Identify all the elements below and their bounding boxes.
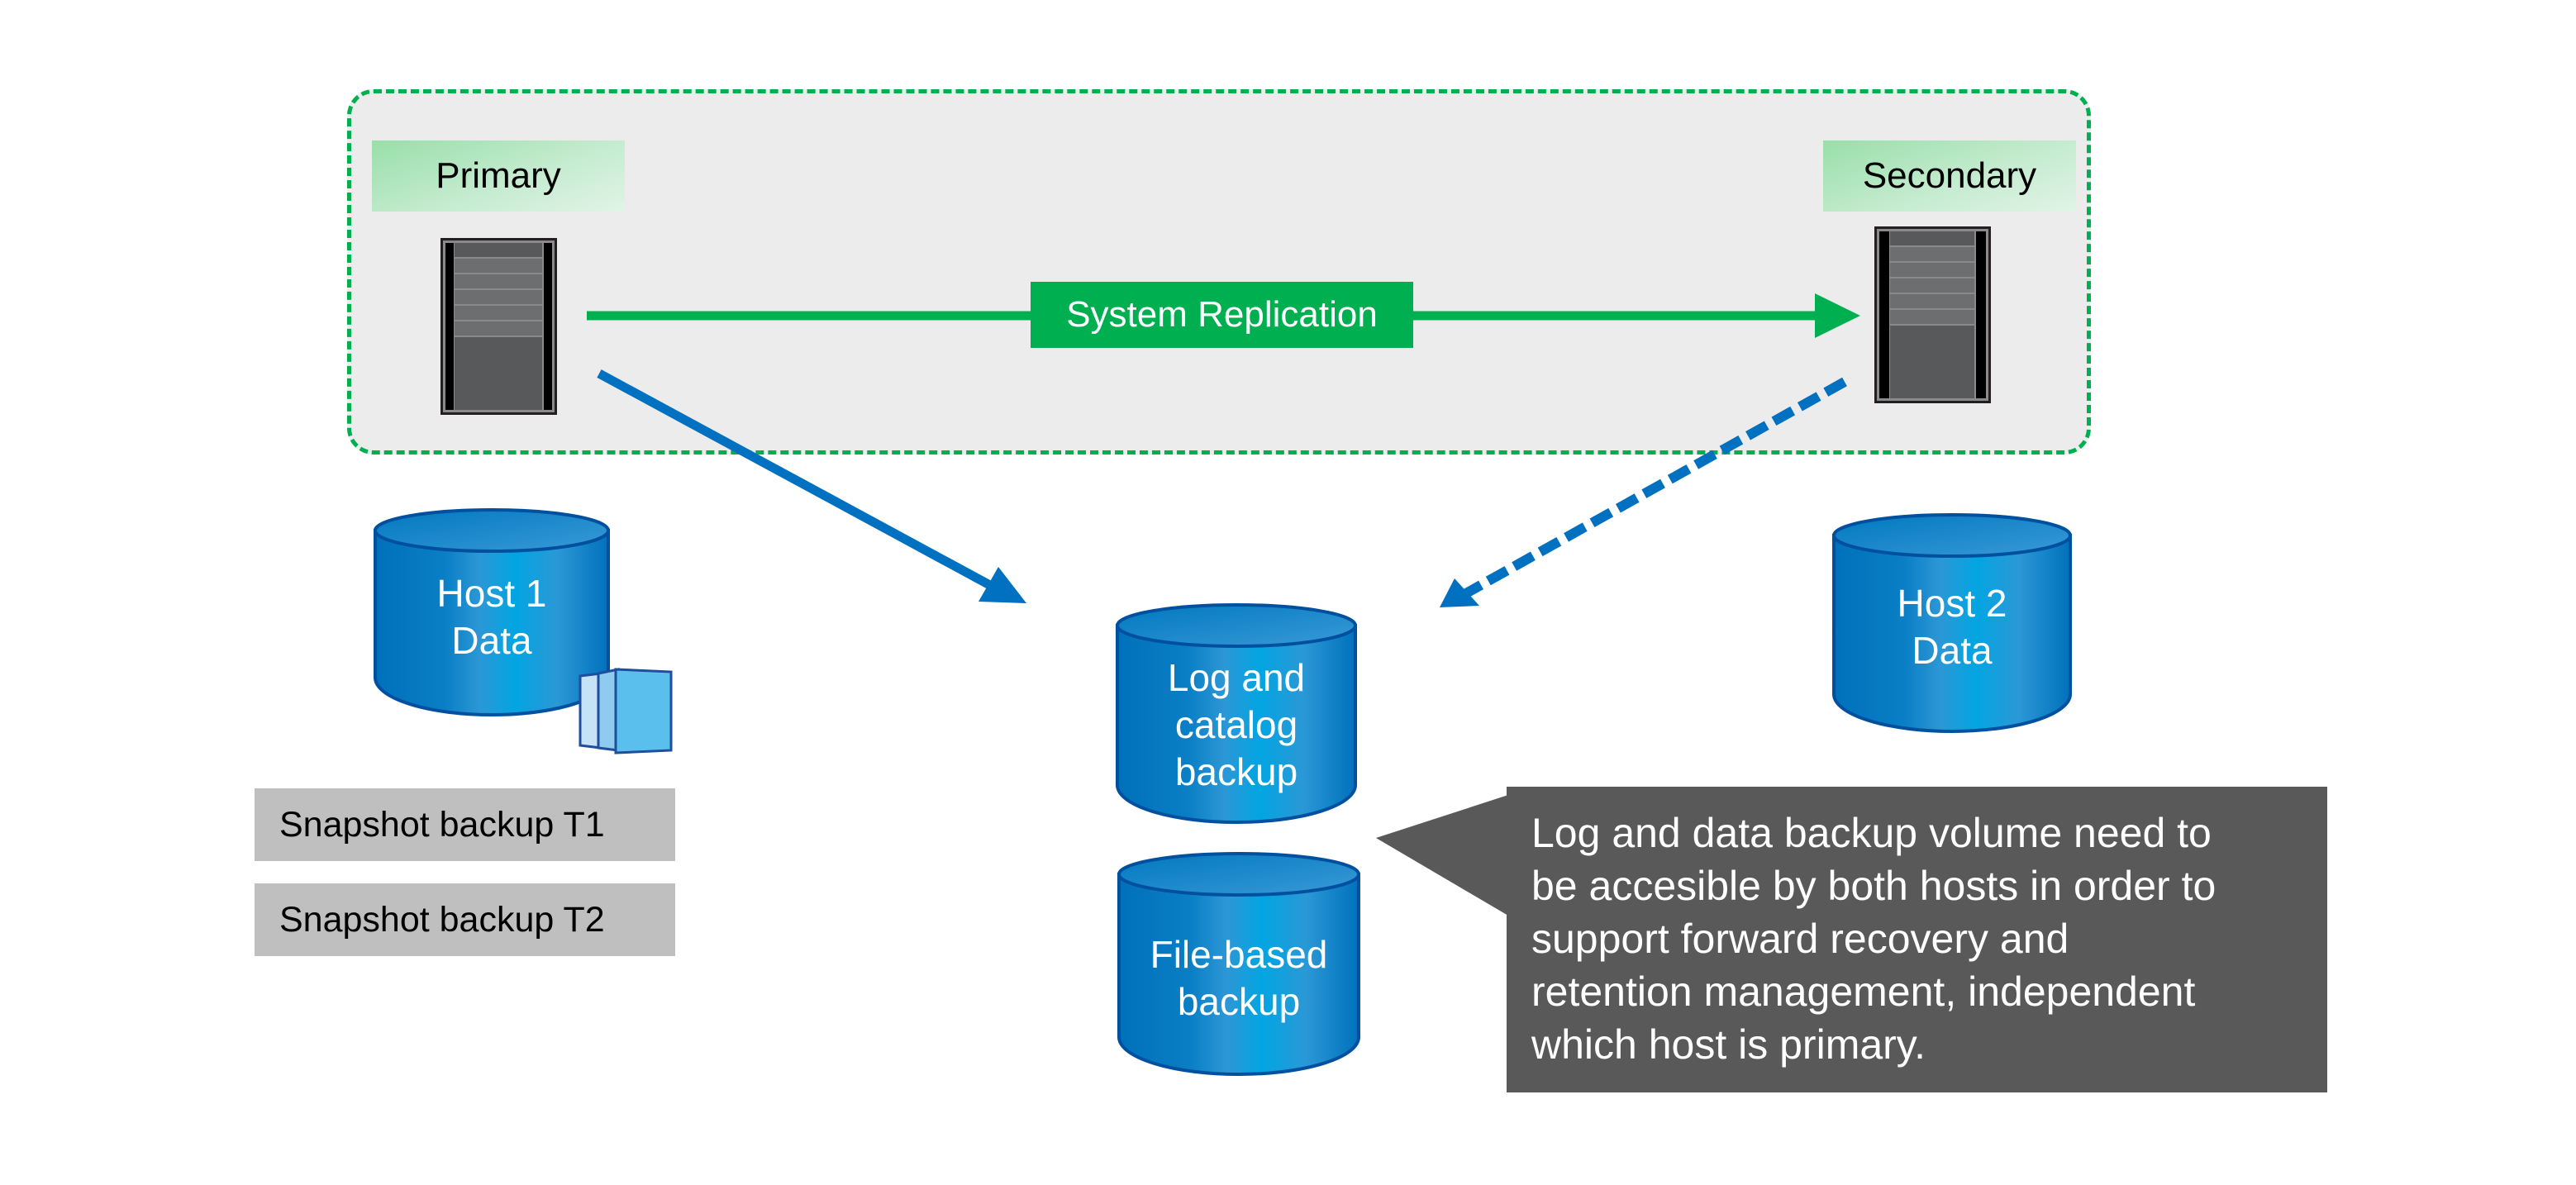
secondary-server-icon [1874, 226, 1991, 403]
log-line1: Log and [1167, 656, 1306, 699]
snapshot-pages-icon [579, 668, 673, 754]
log-catalog-text: Log and catalog backup [1117, 654, 1355, 796]
host1-line1: Host 1 [436, 572, 547, 615]
file-based-text: File-based backup [1119, 931, 1359, 1026]
primary-label: Primary [372, 140, 625, 212]
primary-server-icon [440, 238, 557, 415]
note-line1: Log and data backup volume need to [1531, 810, 2212, 856]
note-line5: which host is primary. [1531, 1021, 1926, 1068]
snapshot-t1-label: Snapshot backup T1 [255, 788, 675, 861]
host2-line2: Data [1912, 629, 1993, 672]
snapshot-t1-text: Snapshot backup T1 [279, 804, 605, 845]
secondary-label-text: Secondary [1862, 155, 2037, 196]
note-callout: Log and data backup volume need to be ac… [1507, 787, 2327, 1092]
secondary-label: Secondary [1823, 140, 2076, 212]
note-line3: support forward recovery and [1531, 916, 2069, 962]
file-line1: File-based [1150, 933, 1328, 976]
snapshot-t2-text: Snapshot backup T2 [279, 899, 605, 940]
log-line2: catalog [1174, 703, 1298, 746]
note-callout-pointer [1376, 795, 1508, 916]
host1-data-text: Host 1 Data [375, 570, 608, 664]
note-line4: retention management, independent [1531, 968, 2196, 1015]
system-replication-text: System Replication [1066, 294, 1378, 335]
log-line3: backup [1174, 750, 1298, 793]
system-replication-label: System Replication [1031, 282, 1413, 348]
snapshot-t2-label: Snapshot backup T2 [255, 883, 675, 956]
note-line2: be accesible by both hosts in order to [1531, 863, 2217, 909]
file-line2: backup [1177, 980, 1301, 1023]
host2-line1: Host 2 [1897, 582, 2007, 625]
host1-line2: Data [451, 619, 532, 662]
primary-label-text: Primary [436, 155, 561, 196]
host2-data-text: Host 2 Data [1834, 580, 2070, 674]
